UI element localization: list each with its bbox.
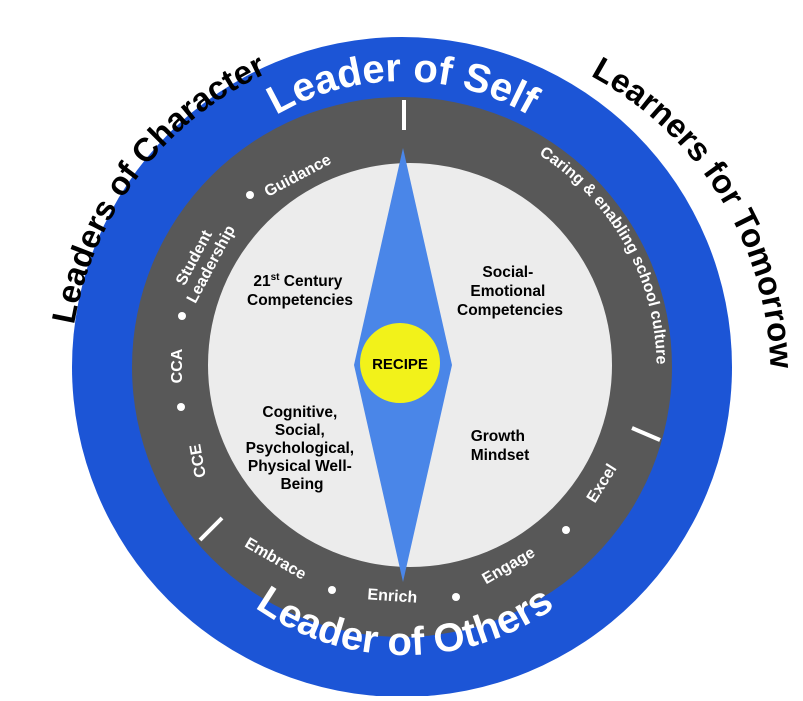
wellbeing-label: Cognitive, Social, Psychological, Physic… [246, 404, 359, 493]
ring-dot [246, 191, 254, 199]
ring-dot [178, 312, 186, 320]
cce-label: CCE [187, 442, 210, 479]
ring-dot [328, 586, 336, 594]
century-competencies-label: 21st Century Competencies [247, 272, 353, 309]
ring-dot [177, 403, 185, 411]
ring-dot [452, 593, 460, 601]
enrich-label: Enrich [367, 586, 418, 606]
cca-label: CCA [169, 348, 186, 383]
social-emotional-label: Social- Emotional Competencies [457, 264, 563, 319]
ring-dot [562, 526, 570, 534]
recipe-label: RECIPE [372, 356, 428, 373]
recipe-center-circle [360, 323, 440, 403]
growth-mindset-label: Growth Mindset [471, 428, 530, 464]
divider-left [198, 516, 224, 542]
divider-right [631, 426, 661, 442]
